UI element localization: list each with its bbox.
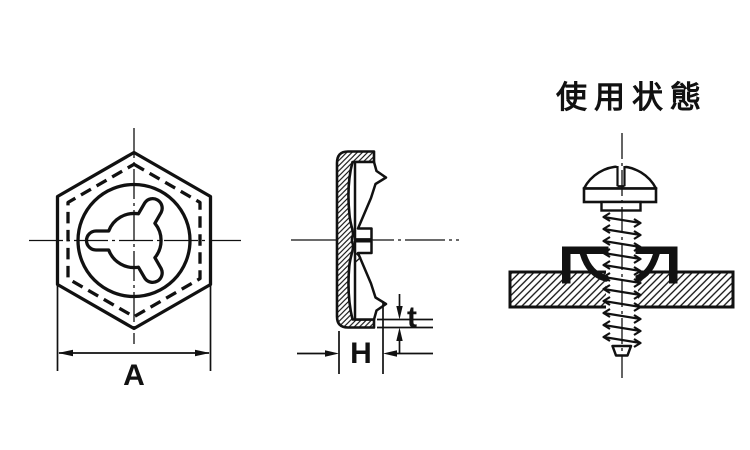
hexagon-inner-dashed xyxy=(66,162,202,319)
front-view: A xyxy=(29,128,241,392)
arrowhead-right xyxy=(195,349,210,357)
dimension-label-a: A xyxy=(123,359,145,392)
section-prong-bottom xyxy=(353,239,388,321)
arrowhead-t-up xyxy=(396,327,403,341)
dimension-label-h: H xyxy=(350,337,372,370)
arrowhead-h-left-pointing xyxy=(383,350,397,357)
arrowhead-h-right-pointing xyxy=(325,350,339,357)
usage-title: 使用状態 xyxy=(555,80,708,115)
hexagon-outer xyxy=(55,150,213,331)
prong-notch-detail xyxy=(354,252,362,263)
screw-slot xyxy=(616,166,626,188)
tri-lobe-opening xyxy=(84,196,164,285)
usage-view: 使用状態 xyxy=(508,80,735,378)
prong-circle xyxy=(76,182,192,299)
arrowhead-left xyxy=(58,349,73,357)
screw-neck xyxy=(600,200,642,212)
dimension-label-t: t xyxy=(407,301,417,334)
section-view: t H xyxy=(291,150,459,374)
section-prong-top xyxy=(353,160,388,241)
speed-nut-prong-arc-right xyxy=(633,250,660,282)
screw-head-band xyxy=(582,187,658,204)
arrowhead-t-down xyxy=(396,306,403,320)
screw-slot-gap xyxy=(616,163,626,187)
